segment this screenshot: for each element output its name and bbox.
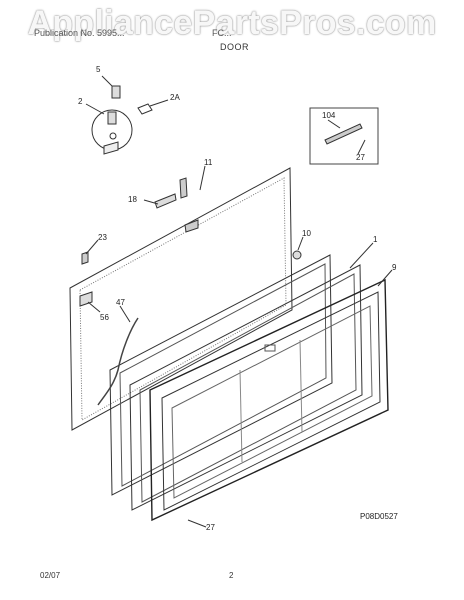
- door-liner: [69, 167, 293, 431]
- watermark: AppliancePartsPros.com: [27, 4, 437, 42]
- callout-27-bottom: 27: [206, 523, 215, 532]
- door-gasket: [149, 278, 389, 522]
- part-code: P08D0527: [360, 512, 398, 521]
- callout-18: 18: [128, 195, 137, 204]
- callout-11: 11: [204, 158, 213, 167]
- callout-9: 9: [392, 263, 397, 272]
- door-frame: [129, 264, 363, 511]
- wire-harness: [97, 317, 139, 406]
- callout-5: 5: [96, 65, 101, 74]
- publication-number: Publication No. 5995...: [34, 28, 125, 38]
- page-number: 2: [229, 571, 234, 580]
- section-title: DOOR: [220, 42, 249, 52]
- callout-104: 104: [322, 111, 336, 120]
- footer-date: 02/07: [40, 571, 61, 580]
- model-number: FC...: [212, 28, 232, 38]
- callout-27-top: 27: [356, 153, 365, 162]
- callout-56: 56: [100, 313, 109, 322]
- callout-10: 10: [302, 229, 311, 238]
- callout-47: 47: [116, 298, 125, 307]
- hinge-bracket: [154, 193, 177, 209]
- inner-panel: [109, 254, 333, 496]
- callout-23: 23: [98, 233, 107, 242]
- part-104-inset: [309, 107, 379, 165]
- callout-1: 1: [373, 235, 378, 244]
- callout-2: 2: [78, 97, 83, 106]
- callout-2a: 2A: [170, 93, 180, 102]
